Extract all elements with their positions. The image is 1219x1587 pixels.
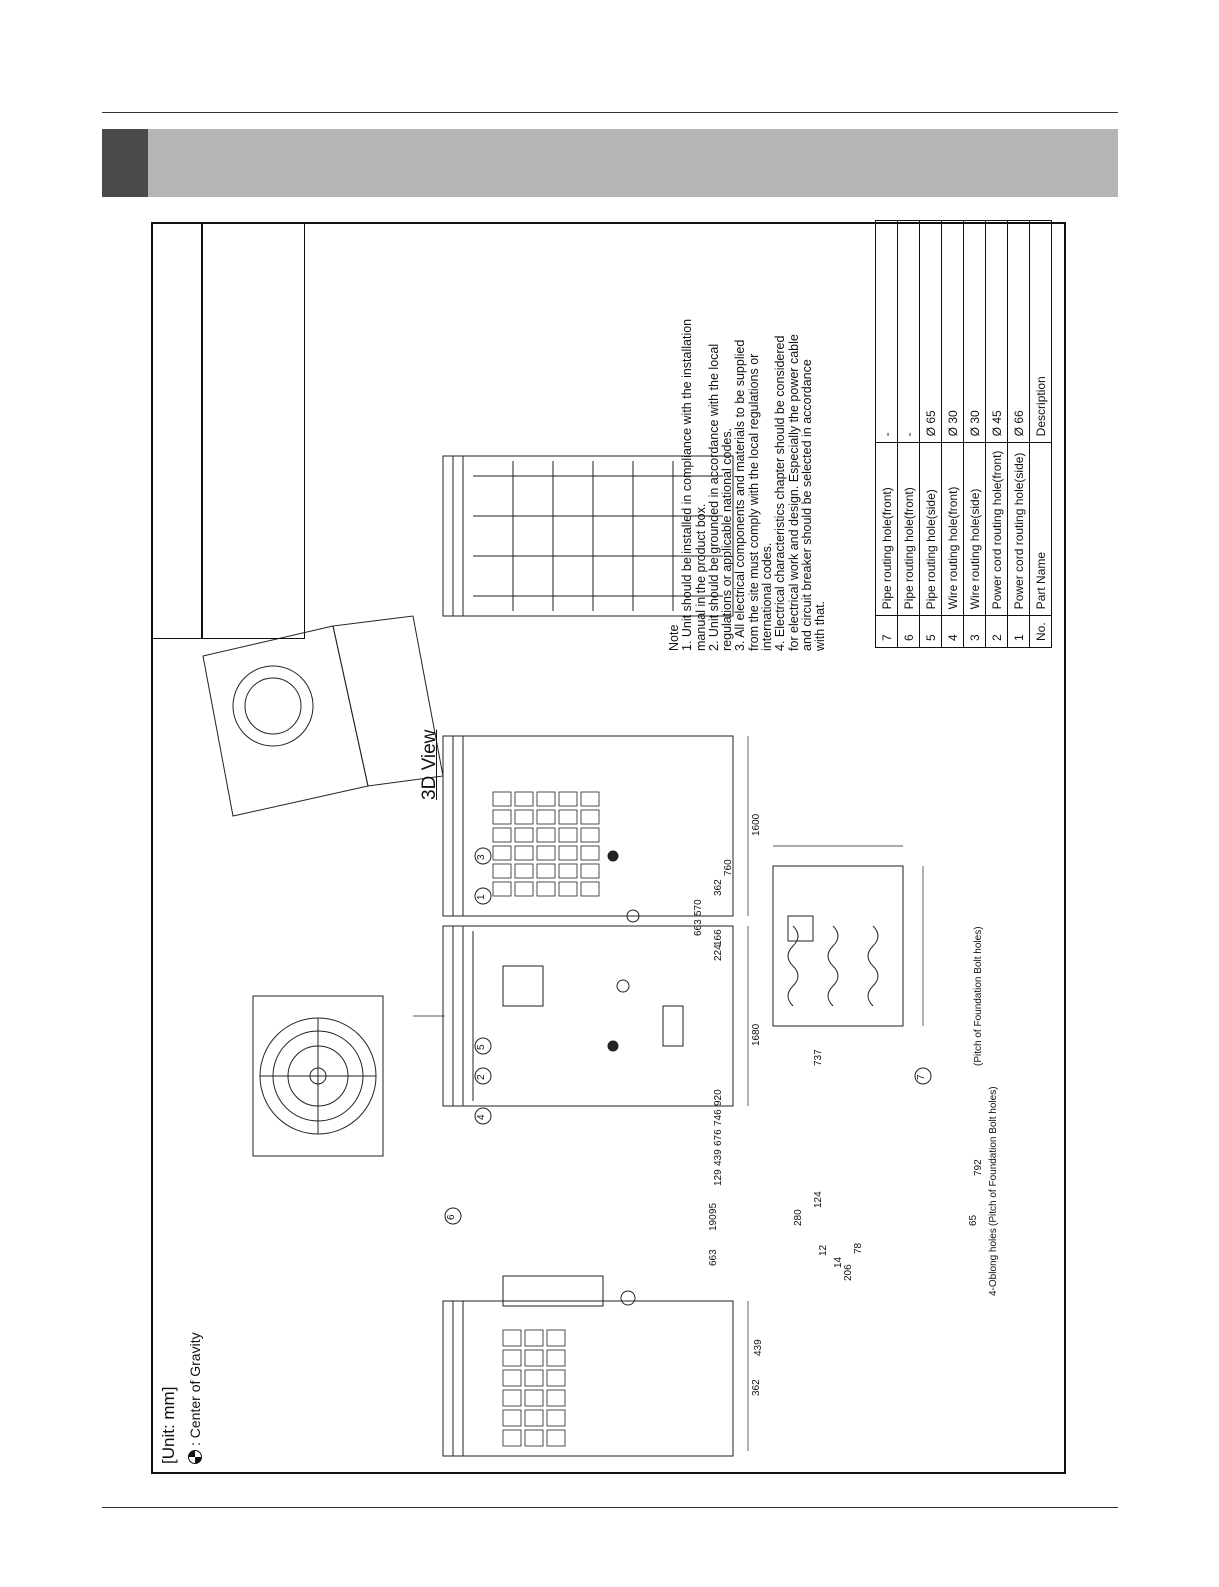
rear-view <box>442 1275 734 1457</box>
dim-206: 206 <box>843 1264 854 1281</box>
part-no: 5 <box>919 615 942 648</box>
part-desc: - <box>875 220 898 443</box>
dim-190: 190 <box>708 1214 719 1231</box>
dim-362-side: 362 <box>713 879 724 896</box>
part-desc: - <box>897 220 920 443</box>
part-name: Wire routing hole(side) <box>963 442 986 616</box>
dim-1680: 1680 <box>751 1023 762 1046</box>
callout-4: 4 <box>476 1114 487 1120</box>
title-block <box>153 224 305 639</box>
note-line: and circuit breaker should be selected i… <box>799 359 814 651</box>
note-line: 1. Unit should be installed in complianc… <box>680 318 695 651</box>
isometric-3d-view <box>202 615 444 817</box>
section-header-tab <box>102 129 148 197</box>
side-view <box>442 735 734 923</box>
dim-95: 95 <box>708 1202 719 1214</box>
part-no: 2 <box>985 615 1008 648</box>
rotated-drawing-sheet: [Unit: mm] : Center of Gravity <box>153 220 1068 1476</box>
callout-3: 3 <box>476 854 487 860</box>
notes-title: Note <box>667 624 681 651</box>
part-name: Pipe routing hole(front) <box>875 442 898 616</box>
part-name: Wire routing hole(front) <box>941 442 964 616</box>
dim-570: 570 <box>693 899 704 916</box>
notes-block: Note 1. Unit should be installed in comp… <box>667 318 828 651</box>
callout-5: 5 <box>476 1044 487 1050</box>
dim-1600: 1600 <box>751 813 762 836</box>
callout-7: 7 <box>916 1074 927 1080</box>
header-part-name: Part Name <box>1029 442 1052 616</box>
note-line: international codes. <box>760 542 775 651</box>
part-no: 6 <box>897 615 920 648</box>
dim-439-front: 439 <box>713 1149 724 1166</box>
note-line: 3. All electrical components and materia… <box>733 339 748 651</box>
table-row: 2 Power cord routing hole(front) Ø 45 <box>985 220 1008 648</box>
part-desc: Ø 65 <box>919 220 942 443</box>
title-block-divider <box>201 224 203 638</box>
dim-663-side: 663 <box>693 919 704 936</box>
header-no: No. <box>1029 615 1052 648</box>
callout-1: 1 <box>476 894 487 900</box>
note-line: 4. Electrical characteristics chapter sh… <box>773 335 788 651</box>
part-no: 1 <box>1007 615 1030 648</box>
dim-12: 12 <box>818 1244 829 1256</box>
note-line: 2. Unit should be grounded in accordance… <box>706 343 721 651</box>
bottom-rule <box>102 1507 1118 1508</box>
part-name: Power cord routing hole(front) <box>985 442 1008 616</box>
dim-920: 920 <box>713 1089 724 1106</box>
drawing-frame: [Unit: mm] : Center of Gravity <box>151 220 1068 1476</box>
part-desc: Ø 30 <box>963 220 986 443</box>
header-description: Description <box>1029 220 1052 443</box>
dim-760: 760 <box>723 859 734 876</box>
callout-6: 6 <box>446 1214 457 1220</box>
dim-663-front: 663 <box>708 1249 719 1266</box>
dim-439-top: 439 <box>753 1339 764 1356</box>
dim-129: 129 <box>713 1169 724 1186</box>
dim-737: 737 <box>813 1049 824 1066</box>
dim-676: 676 <box>713 1129 724 1146</box>
part-desc: Ø 30 <box>941 220 964 443</box>
callout-2: 2 <box>476 1074 487 1080</box>
section-header-band <box>102 129 1118 197</box>
dim-746: 746 <box>713 1109 724 1126</box>
table-row: 7 Pipe routing hole(front) - <box>875 220 898 648</box>
back-grid-view <box>442 455 734 617</box>
dim-362: 362 <box>751 1379 762 1396</box>
callout-markers <box>444 847 932 1225</box>
part-no: 3 <box>963 615 986 648</box>
dim-792: 792 <box>973 1159 984 1176</box>
view-3d-label: 3D View <box>419 729 440 800</box>
dimension-lines <box>413 736 924 1451</box>
part-name: Pipe routing hole(side) <box>919 442 942 616</box>
note-line: for electrical work and design. Especial… <box>786 334 801 651</box>
table-row: 6 Pipe routing hole(front) - <box>897 220 920 648</box>
top-rule <box>102 112 1118 113</box>
note-line: regulations or applicable national codes… <box>720 427 735 651</box>
note-line: from the site must comply with the local… <box>746 353 761 651</box>
top-view-fan <box>252 995 384 1157</box>
part-desc: Ø 45 <box>985 220 1008 443</box>
part-name: Pipe routing hole(front) <box>897 442 920 616</box>
technical-drawing <box>202 455 932 1457</box>
part-no: 4 <box>941 615 964 648</box>
table-row: 5 Pipe routing hole(side) Ø 65 <box>919 220 942 648</box>
table-header-row: No. Part Name Description <box>1029 220 1052 648</box>
dim-280: 280 <box>793 1209 804 1226</box>
dim-65: 65 <box>968 1214 979 1226</box>
dim-124: 124 <box>813 1191 824 1208</box>
dim-78: 78 <box>853 1242 864 1254</box>
base-plan-view <box>772 865 904 1027</box>
note-line: with that. <box>813 600 828 651</box>
table-row: 3 Wire routing hole(side) Ø 30 <box>963 220 986 648</box>
dim-224: 224 <box>713 944 724 961</box>
table-row: 4 Wire routing hole(front) Ø 30 <box>941 220 964 648</box>
part-no: 7 <box>875 615 898 648</box>
part-desc: Ø 66 <box>1007 220 1030 443</box>
pitch-792-label: (Pitch of Foundation Bolt holes) <box>988 1086 999 1226</box>
part-name: Power cord routing hole(side) <box>1007 442 1030 616</box>
oblong-holes-label: 4-Oblong holes <box>988 1228 999 1296</box>
table-row: 1 Power cord routing hole(side) Ø 66 <box>1007 220 1030 648</box>
note-line: manual in the product box. <box>693 503 708 651</box>
pitch-737-label: (Pitch of Foundation Bolt holes) <box>973 926 984 1066</box>
parts-table: 7 Pipe routing hole(front) - 6 Pipe rout… <box>875 220 1052 648</box>
